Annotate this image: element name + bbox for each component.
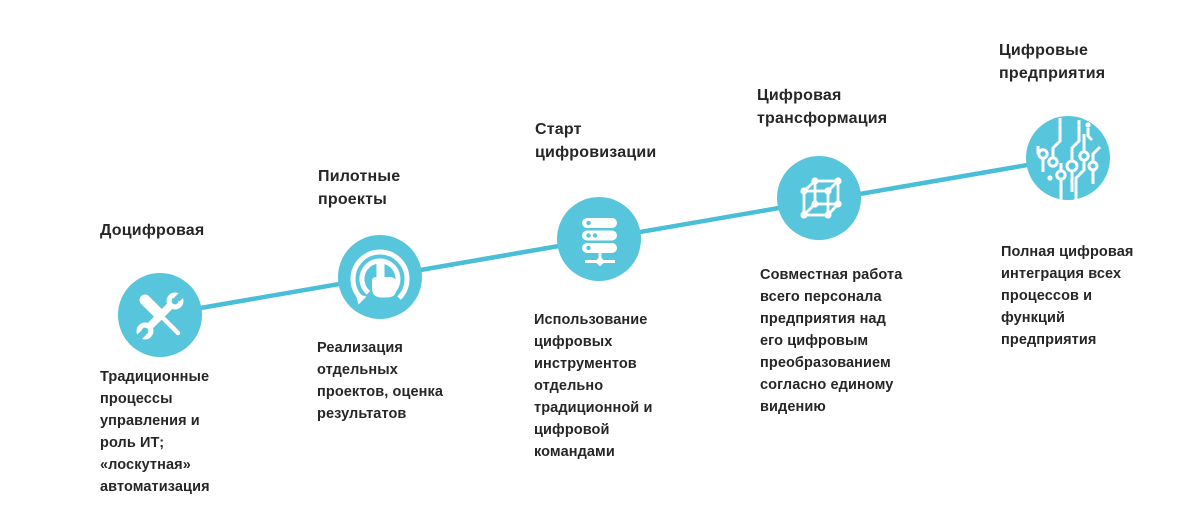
stage-marker-digitalization-start — [557, 197, 641, 281]
stage-title-pre-digital: Доцифровая — [100, 222, 205, 239]
stage-marker-pre-digital — [118, 273, 202, 357]
stage-marker-digital-enterprises — [1026, 116, 1110, 200]
circuit-icon — [1036, 118, 1102, 200]
stage-marker-pilot-projects — [338, 235, 422, 319]
stage-marker-digital-transformation — [777, 156, 861, 240]
server-icon — [582, 218, 617, 267]
tap-gesture-icon — [350, 249, 410, 305]
cube-icon — [800, 177, 842, 219]
tools-icon — [133, 288, 188, 344]
